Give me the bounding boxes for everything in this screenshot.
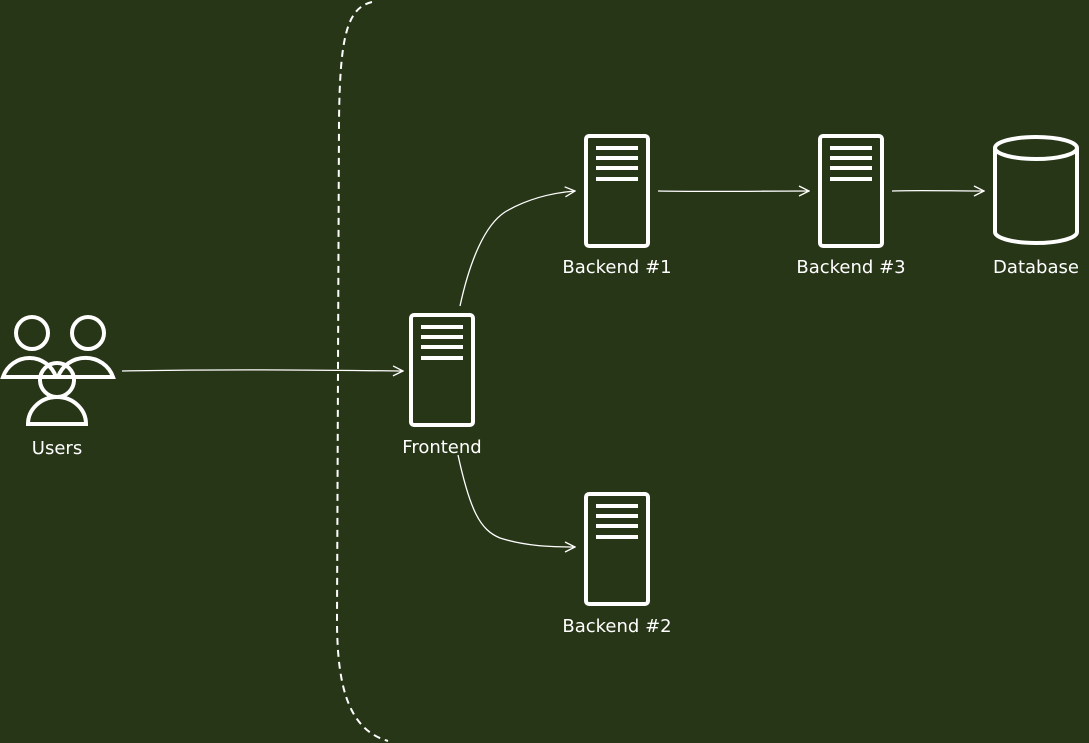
edge-frontend-backend2 bbox=[457, 454, 575, 547]
database-icon bbox=[993, 135, 1079, 245]
server-icon bbox=[584, 134, 650, 248]
edge-users-frontend bbox=[121, 370, 403, 371]
backend-2-label: Backend #2 bbox=[562, 616, 671, 637]
backend-1-label: Backend #1 bbox=[562, 257, 671, 278]
server-icon bbox=[818, 134, 884, 248]
network-boundary bbox=[335, 1, 389, 742]
server-icon bbox=[409, 313, 475, 427]
server-icon bbox=[584, 492, 650, 606]
users-label: Users bbox=[32, 438, 82, 459]
backend-3-label: Backend #3 bbox=[796, 257, 905, 278]
node-database: Database bbox=[993, 135, 1079, 278]
node-users: Users bbox=[0, 315, 116, 459]
edge-frontend-backend1 bbox=[459, 191, 575, 307]
database-label: Database bbox=[993, 257, 1079, 278]
node-backend-3: Backend #3 bbox=[796, 134, 906, 278]
node-frontend: Frontend bbox=[402, 313, 482, 458]
node-backend-2: Backend #2 bbox=[562, 492, 672, 637]
users-icon bbox=[0, 315, 116, 426]
frontend-label: Frontend bbox=[402, 437, 481, 458]
node-backend-1: Backend #1 bbox=[562, 134, 672, 278]
